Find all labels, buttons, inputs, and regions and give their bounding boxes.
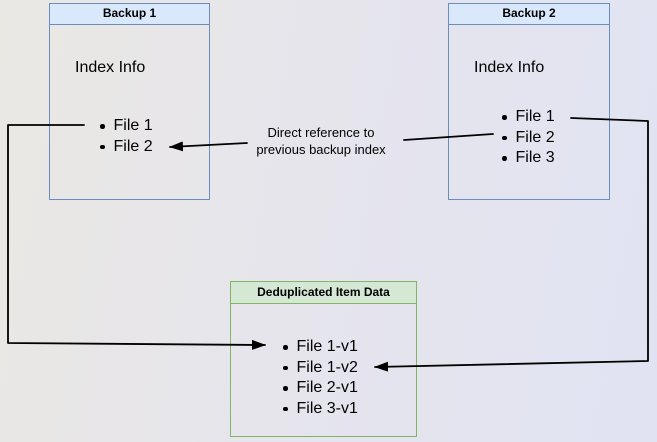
backup1-file-list: File 1 File 2 bbox=[100, 116, 153, 157]
file-label: File 1 bbox=[515, 108, 555, 126]
item-label: File 3-v1 bbox=[296, 399, 358, 417]
bullet-icon bbox=[283, 386, 288, 391]
connector-backup2-file1-to-dedup bbox=[374, 117, 649, 372]
list-item: File 3-v1 bbox=[283, 399, 358, 420]
list-item: File 1-v2 bbox=[283, 358, 358, 379]
file-label: File 1 bbox=[113, 117, 153, 135]
backup1-box: Backup 1 Index Info File 1 File 2 bbox=[49, 3, 210, 200]
bullet-icon bbox=[283, 345, 288, 350]
connector-backup2-to-backup1-right-segment bbox=[403, 133, 494, 141]
edge-label-line1: Direct reference to bbox=[267, 125, 375, 140]
bullet-icon bbox=[502, 115, 507, 120]
edge-label-line2: previous backup index bbox=[256, 142, 386, 157]
dedup-title: Deduplicated Item Data bbox=[231, 282, 416, 304]
bullet-icon bbox=[100, 144, 105, 149]
connector-backup1-file1-to-dedup bbox=[7, 124, 266, 350]
bullet-icon bbox=[502, 156, 507, 161]
edge-label: Direct reference to previous backup inde… bbox=[256, 124, 385, 158]
list-item: File 1-v1 bbox=[283, 337, 358, 358]
file-label: File 2 bbox=[113, 137, 153, 155]
item-label: File 1-v1 bbox=[296, 338, 358, 356]
backup2-file-list: File 1 File 2 File 3 bbox=[502, 107, 555, 169]
dedup-item-list: File 1-v1 File 1-v2 File 2-v1 File 3-v1 bbox=[283, 337, 358, 419]
list-item: File 2-v1 bbox=[283, 378, 358, 399]
list-item: File 1 bbox=[502, 107, 555, 128]
backup1-index-label: Index Info bbox=[75, 59, 146, 76]
list-item: File 1 bbox=[100, 116, 153, 137]
bullet-icon bbox=[502, 135, 507, 140]
list-item: File 3 bbox=[502, 148, 555, 169]
file-label: File 2 bbox=[515, 128, 555, 146]
item-label: File 2-v1 bbox=[296, 379, 358, 397]
backup1-title: Backup 1 bbox=[50, 4, 209, 25]
list-item: File 2 bbox=[502, 128, 555, 149]
list-item: File 2 bbox=[100, 137, 153, 158]
file-label: File 3 bbox=[515, 149, 555, 167]
dedup-box: Deduplicated Item Data File 1-v1 File 1-… bbox=[230, 281, 417, 437]
bullet-icon bbox=[100, 124, 105, 129]
bullet-icon bbox=[283, 406, 288, 411]
backup2-index-label: Index Info bbox=[474, 59, 545, 76]
item-label: File 1-v2 bbox=[296, 358, 358, 376]
backup2-box: Backup 2 Index Info File 1 File 2 File 3 bbox=[448, 3, 610, 200]
connector-backup2-to-backup1-left-segment bbox=[169, 141, 248, 152]
bullet-icon bbox=[283, 365, 288, 370]
backup2-title: Backup 2 bbox=[449, 4, 609, 25]
